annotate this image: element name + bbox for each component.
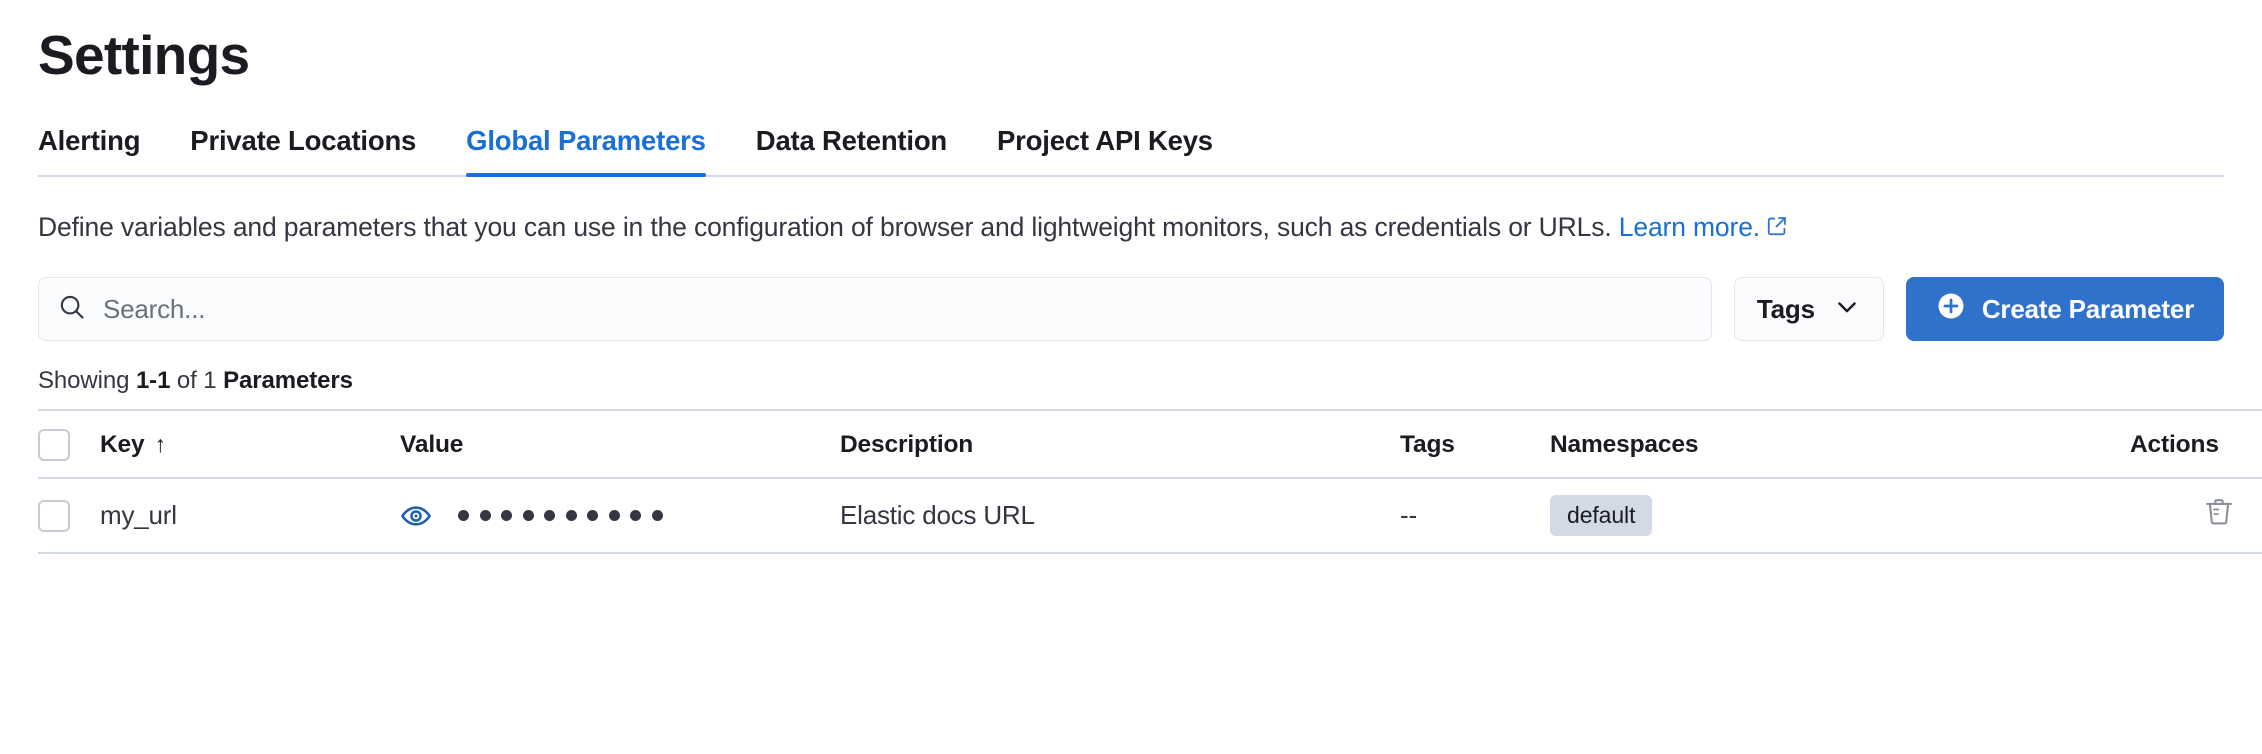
cell-namespaces: default	[1550, 478, 2130, 554]
cell-key: my_url	[100, 478, 400, 554]
column-key-label: Key	[100, 431, 145, 458]
page-description: Define variables and parameters that you…	[38, 205, 2224, 251]
sort-ascending-icon: ↑	[154, 431, 167, 457]
table-body: my_url Elastic docs URL	[38, 478, 2262, 554]
parameters-table: Key ↑ Value Description Tags Namespaces A…	[38, 409, 2262, 554]
page-title: Settings	[38, 24, 250, 86]
trash-icon[interactable]	[2202, 495, 2236, 529]
row-checkbox[interactable]	[38, 500, 70, 533]
table-head: Key ↑ Value Description Tags Namespaces A…	[38, 409, 2262, 479]
masked-value-dots	[458, 510, 663, 521]
toolbar: Tags Create Parameter	[38, 277, 2224, 341]
results-prefix: Showing	[38, 367, 136, 394]
results-range: 1-1	[135, 367, 171, 394]
column-namespaces: Namespaces	[1550, 409, 2130, 479]
settings-tab-bar: Alerting Private Locations Global Parame…	[38, 116, 2224, 177]
tab-private-locations[interactable]: Private Locations	[190, 125, 417, 156]
search-icon	[57, 292, 87, 327]
cell-value	[400, 478, 840, 554]
search-field[interactable]	[38, 277, 1712, 341]
cell-actions	[2130, 478, 2262, 554]
plus-circle-icon	[1936, 291, 1966, 328]
tags-filter-label: Tags	[1756, 293, 1815, 324]
search-input[interactable]	[103, 293, 1693, 325]
column-key[interactable]: Key ↑	[100, 409, 400, 479]
tab-data-retention[interactable]: Data Retention	[755, 125, 948, 156]
tags-filter-button[interactable]: Tags	[1733, 277, 1884, 341]
cell-description: Elastic docs URL	[840, 478, 1400, 554]
select-all-column	[38, 409, 100, 479]
eye-icon[interactable]	[400, 500, 432, 532]
results-count: Showing 1-1 of 1 Parameters	[38, 367, 2224, 395]
external-link-icon	[1766, 206, 1788, 251]
learn-more-label: Learn more.	[1618, 212, 1760, 242]
row-select-cell	[38, 478, 100, 554]
tab-global-parameters[interactable]: Global Parameters	[441, 125, 731, 177]
tags-empty-dash: --	[1400, 500, 1417, 530]
results-entity: Parameters	[223, 367, 353, 394]
namespace-badge: default	[1550, 495, 1653, 536]
column-description: Description	[840, 409, 1400, 479]
column-tags: Tags	[1400, 409, 1550, 479]
learn-more-link[interactable]: Learn more.	[1619, 212, 1760, 242]
tab-project-api-keys[interactable]: Project API Keys	[997, 125, 1213, 156]
column-value: Value	[400, 409, 840, 479]
results-middle: of 1	[170, 367, 224, 394]
column-actions: Actions	[2130, 409, 2262, 479]
select-all-checkbox[interactable]	[38, 429, 70, 461]
description-text: Define variables and parameters that you…	[38, 212, 1619, 242]
create-parameter-button[interactable]: Create Parameter	[1905, 277, 2224, 341]
chevron-down-icon	[1833, 293, 1861, 326]
create-parameter-label: Create Parameter	[1981, 293, 2194, 324]
table-row: my_url Elastic docs URL	[38, 478, 2262, 554]
tab-alerting[interactable]: Alerting	[38, 125, 141, 156]
cell-tags: --	[1400, 478, 1550, 554]
table-header-row: Key ↑ Value Description Tags Namespaces A…	[38, 409, 2262, 479]
